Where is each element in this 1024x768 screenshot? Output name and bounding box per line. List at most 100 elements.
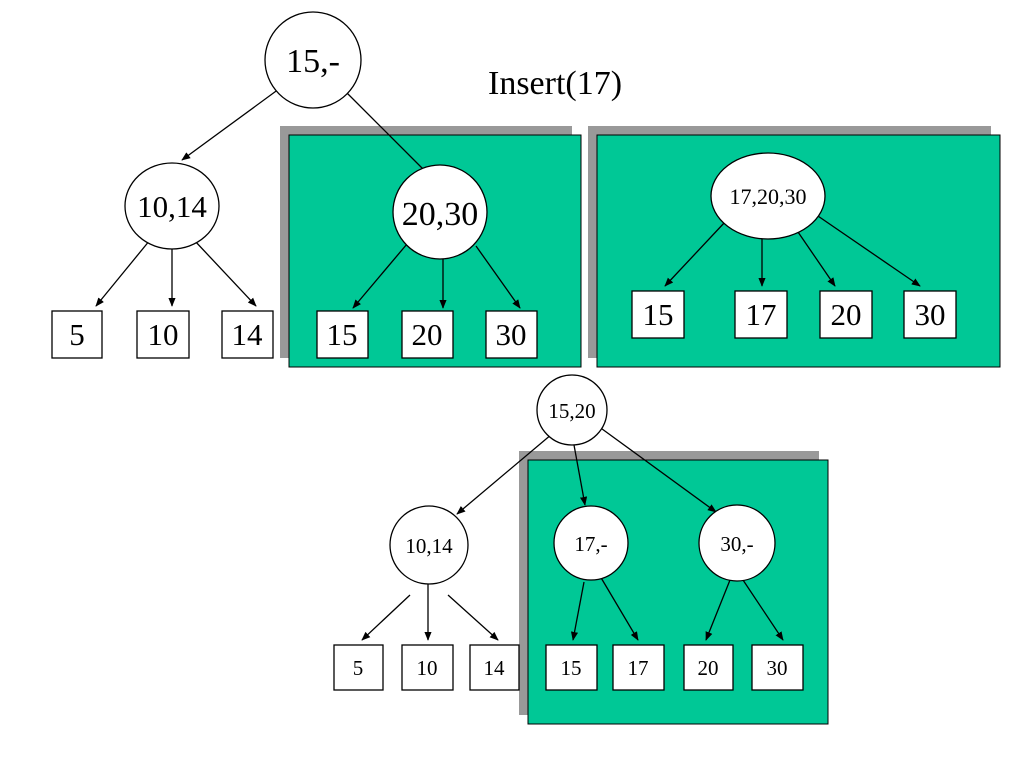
leaf-box xyxy=(469,644,520,691)
tree-before-edges xyxy=(95,85,521,309)
tree-after-left-internal: 10,14 xyxy=(389,505,469,585)
root-label: 15,20 xyxy=(548,399,595,423)
leaf-box xyxy=(683,644,734,691)
overflow-leaves: 15 17 20 30 xyxy=(631,290,957,339)
tree-after-right-internal: 30,- xyxy=(698,504,776,582)
node-circle xyxy=(392,164,488,260)
leaf-label: 14 xyxy=(484,656,506,680)
leaf: 30 xyxy=(903,290,957,339)
leaf: 30 xyxy=(485,310,538,359)
leaf-box xyxy=(221,310,274,359)
edge xyxy=(95,239,151,307)
leaf: 5 xyxy=(51,310,103,359)
leaf-label: 20 xyxy=(412,317,443,352)
leaf-label: 17 xyxy=(746,297,777,332)
leaf-label: 15 xyxy=(561,656,582,680)
edge xyxy=(742,579,784,641)
node-circle xyxy=(710,152,826,240)
edge xyxy=(475,245,521,309)
edge xyxy=(570,581,585,641)
node-circle xyxy=(536,374,608,446)
leaf-label: 30 xyxy=(767,656,788,680)
node-circle xyxy=(124,162,220,250)
edge xyxy=(352,243,408,309)
node-circle xyxy=(389,505,469,585)
edge xyxy=(573,444,588,506)
edge xyxy=(597,425,717,513)
overflow-edges xyxy=(664,213,921,287)
internal-label: 20,30 xyxy=(402,196,479,233)
tree-before-right-internal: 20,30 xyxy=(392,164,488,260)
leaf-label: 5 xyxy=(69,317,85,352)
leaf-label: 5 xyxy=(353,656,364,680)
leaf: 15 xyxy=(316,310,369,359)
internal-label: 10,14 xyxy=(405,534,453,558)
leaf: 20 xyxy=(401,310,454,359)
leaf: 15 xyxy=(545,644,598,691)
edge xyxy=(705,579,731,641)
leaf: 14 xyxy=(221,310,274,359)
leaf-box xyxy=(631,290,685,339)
leaf-box xyxy=(903,290,957,339)
tree-after-root: 15,20 xyxy=(536,374,608,446)
leaf: 10 xyxy=(401,644,454,691)
leaf-box xyxy=(136,310,190,359)
edge xyxy=(447,594,499,641)
leaf-label: 30 xyxy=(496,317,527,352)
leaf-label: 20 xyxy=(698,656,719,680)
node-circle xyxy=(698,504,776,582)
edge xyxy=(456,433,553,515)
edge xyxy=(181,85,284,161)
leaf-label: 15 xyxy=(643,297,674,332)
leaf-box xyxy=(316,310,369,359)
internal-label: 17,- xyxy=(574,532,607,556)
leaf-box xyxy=(485,310,538,359)
tree-after-right-leaves: 20 30 xyxy=(683,644,804,691)
tree-after-edges xyxy=(361,425,784,641)
leaf: 17 xyxy=(734,290,788,339)
tree-before-root: 15,- xyxy=(264,11,362,109)
edge xyxy=(814,213,921,287)
tree-after-mid-internal: 17,- xyxy=(553,505,629,581)
leaf-label: 20 xyxy=(831,297,862,332)
leaf-box xyxy=(734,290,788,339)
leaf: 14 xyxy=(469,644,520,691)
leaf-box xyxy=(51,310,103,359)
leaf-label: 10 xyxy=(148,317,179,352)
leaf-label: 30 xyxy=(915,297,946,332)
root-label: 15,- xyxy=(286,43,340,80)
tree-before-left-internal: 10,14 xyxy=(124,162,220,250)
leaf-label: 15 xyxy=(327,317,358,352)
leaf-box xyxy=(333,644,384,691)
leaf-box xyxy=(751,644,804,691)
edge xyxy=(797,231,836,287)
internal-label: 10,14 xyxy=(137,189,207,224)
leaf-label: 14 xyxy=(232,317,264,352)
edge xyxy=(599,575,639,641)
edge xyxy=(664,221,726,287)
leaf-box xyxy=(545,644,598,691)
leaf: 17 xyxy=(612,644,665,691)
leaf-label: 17 xyxy=(628,656,649,680)
diagram-title: Insert(17) xyxy=(488,65,622,102)
leaf-box xyxy=(819,290,873,339)
leaf-box xyxy=(401,310,454,359)
edge xyxy=(341,87,433,179)
edge xyxy=(361,594,411,641)
node-circle xyxy=(553,505,629,581)
leaf-label: 10 xyxy=(417,656,438,680)
internal-label: 30,- xyxy=(720,532,753,556)
tree-before-left-leaves: 5 10 14 xyxy=(51,310,274,359)
leaf: 15 xyxy=(631,290,685,339)
tree-before-right-leaves: 15 20 30 xyxy=(316,310,538,359)
leaf: 10 xyxy=(136,310,190,359)
leaf-box xyxy=(612,644,665,691)
edge xyxy=(193,239,257,307)
leaf: 20 xyxy=(683,644,734,691)
internal-label: 17,20,30 xyxy=(730,184,807,209)
overflow-internal: 17,20,30 xyxy=(710,152,826,240)
tree-after-left-leaves: 5 10 14 xyxy=(333,644,520,691)
leaf-box xyxy=(401,644,454,691)
node-circle xyxy=(264,11,362,109)
